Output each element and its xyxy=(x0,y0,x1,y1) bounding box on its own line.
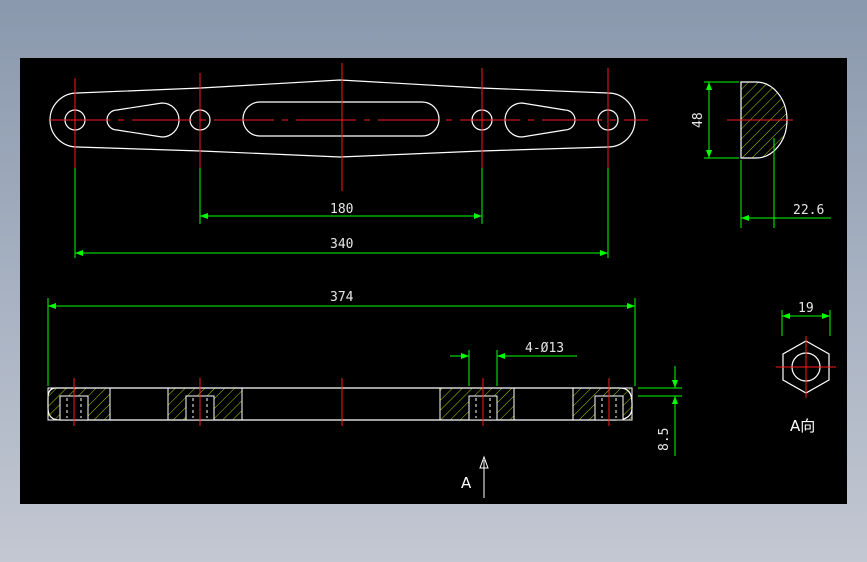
top-view-centerlines xyxy=(50,63,648,191)
dim-4-holes: 4-Ø13 xyxy=(525,341,564,356)
dim-8-5: 8.5 xyxy=(657,428,672,451)
dim-340: 340 xyxy=(330,237,353,252)
side-view: 48 22.6 xyxy=(691,81,831,228)
dim-22-6: 22.6 xyxy=(793,203,824,218)
view-arrow-label: A xyxy=(461,474,472,492)
drawing-canvas[interactable]: 180 340 48 22.6 xyxy=(20,58,847,504)
view-arrow-a xyxy=(479,455,489,498)
tapered-slot-left xyxy=(106,102,180,138)
dim-374: 374 xyxy=(330,290,354,305)
section-view: 374 4-Ø13 8.5 xyxy=(47,290,682,456)
a-view-hex: 19 xyxy=(776,301,836,398)
a-view-title: A向 xyxy=(790,417,815,435)
top-view-dimensions xyxy=(74,168,609,258)
tapered-slot-right xyxy=(504,102,576,138)
center-slot xyxy=(242,101,440,137)
section-outline xyxy=(47,387,633,421)
dim-19: 19 xyxy=(798,301,814,316)
dim-180: 180 xyxy=(330,202,353,217)
dim-48: 48 xyxy=(691,112,706,128)
